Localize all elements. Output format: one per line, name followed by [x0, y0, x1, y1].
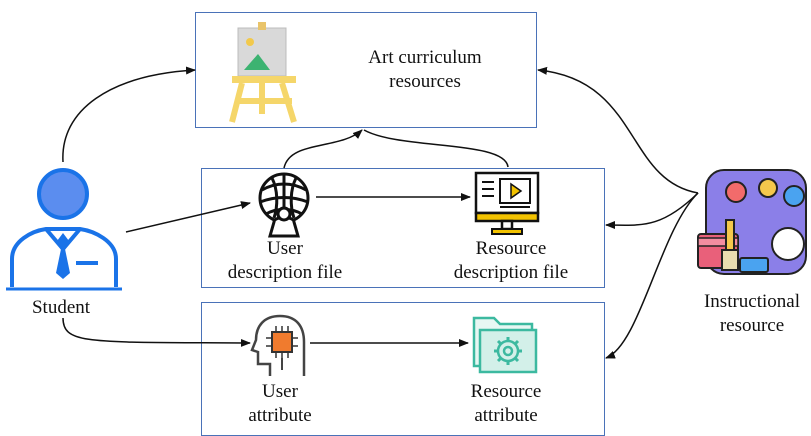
description-files-box: [201, 168, 605, 288]
instructional-line2: resource: [719, 315, 785, 336]
user-description-label: User description file: [210, 237, 360, 285]
arrow-student-to-user-attribute: [62, 317, 251, 347]
art-resources-line1: Art curriculum: [368, 47, 482, 68]
arrow-instructional-to-art: [537, 66, 699, 194]
arrow-student-to-art: [62, 66, 196, 163]
user-description-line1: User: [267, 238, 303, 259]
palette-icon: [697, 169, 807, 275]
arrow-instructional-to-description-box: [605, 192, 699, 230]
art-resources-label: Art curriculum resources: [330, 46, 520, 94]
resource-description-line1: Resource: [475, 238, 547, 259]
folder-gear-icon: [472, 316, 538, 374]
arrow-user-desc-to-art: [283, 129, 363, 169]
resource-description-line2: description file: [453, 262, 569, 283]
resource-attribute-line1: Resource: [470, 381, 542, 402]
resource-attribute-label: Resource attribute: [456, 380, 556, 428]
user-attribute-label: User attribute: [230, 380, 330, 428]
art-resources-line2: resources: [389, 71, 461, 92]
easel-icon: [229, 22, 297, 123]
monitor-video-icon: [474, 171, 540, 235]
arrow-student-to-user-description: [125, 201, 251, 233]
arrow-resource-desc-to-art: [363, 129, 509, 168]
resource-attribute-line2: attribute: [474, 405, 538, 426]
ai-head-chip-icon: [250, 314, 306, 376]
instructional-label: Instructional resource: [694, 290, 810, 338]
student-label: Student: [31, 297, 91, 318]
user-attribute-line2: attribute: [248, 405, 312, 426]
student-icon: [6, 168, 122, 291]
instructional-line1: Instructional: [703, 291, 801, 312]
user-attribute-line1: User: [262, 381, 298, 402]
arrow-instructional-to-attribute-box: [605, 192, 699, 359]
resource-description-label: Resource description file: [436, 237, 586, 285]
network-head-icon: [258, 172, 310, 238]
user-description-line2: description file: [227, 262, 343, 283]
